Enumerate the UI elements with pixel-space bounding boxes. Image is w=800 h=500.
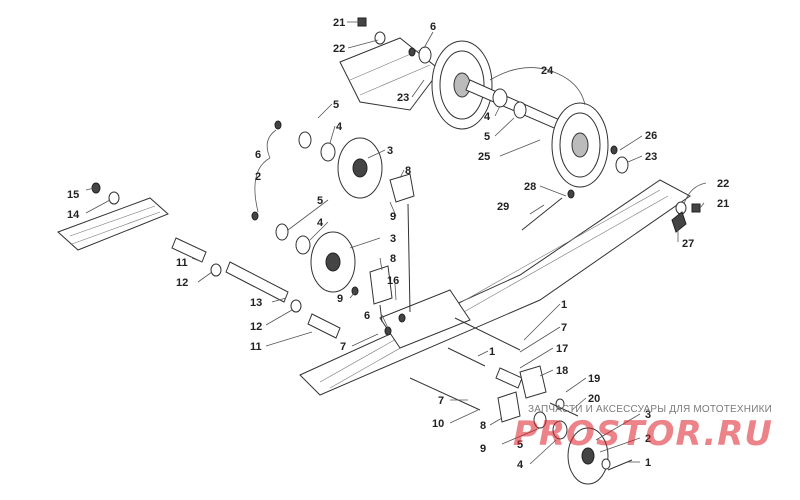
- callout-16: 16: [387, 275, 399, 287]
- idler-wheel-upper: [337, 137, 383, 199]
- callout-5: 5: [333, 99, 339, 111]
- main-rail: [299, 179, 691, 396]
- callout-23: 23: [397, 92, 409, 104]
- callout-17: 17: [556, 343, 568, 355]
- callout-1: 1: [561, 299, 567, 311]
- callout-12: 12: [176, 277, 188, 289]
- watermark-logo: PROSTOR.RU: [512, 414, 774, 454]
- callout-13: 13: [250, 297, 262, 309]
- left-rail: [57, 197, 169, 251]
- callout-26: 26: [645, 130, 657, 142]
- callout-4: 4: [336, 121, 343, 133]
- callout-6: 6: [364, 310, 370, 322]
- callout-11: 11: [250, 341, 262, 353]
- callout-5: 5: [317, 195, 323, 207]
- callout-5: 5: [484, 131, 490, 143]
- callout-3: 3: [645, 409, 651, 421]
- callout-21: 21: [717, 198, 729, 210]
- upper-wheel-left: [431, 40, 493, 130]
- callout-2: 2: [255, 171, 261, 183]
- callout-14: 14: [67, 209, 80, 221]
- callout-24: 24: [541, 65, 554, 77]
- callout-21: 21: [333, 17, 345, 29]
- callout-4: 4: [517, 459, 524, 471]
- callout-3: 3: [387, 145, 393, 157]
- callout-8: 8: [405, 165, 411, 177]
- callout-4: 4: [484, 111, 491, 123]
- callout-28: 28: [524, 181, 536, 193]
- upper-wheel-right: [551, 102, 609, 188]
- callout-9: 9: [337, 293, 343, 305]
- callout-10: 10: [432, 418, 444, 430]
- idler-wheel-lower: [567, 427, 609, 485]
- callout-9: 9: [480, 443, 486, 455]
- bolts: [379, 197, 633, 471]
- shafts: [171, 237, 523, 389]
- callout-7: 7: [561, 322, 567, 334]
- callout-7: 7: [340, 341, 346, 353]
- callout-6: 6: [255, 149, 261, 161]
- callout-29: 29: [497, 201, 509, 213]
- callout-8: 8: [390, 253, 396, 265]
- callout-23: 23: [645, 151, 657, 163]
- callout-5: 5: [517, 439, 523, 451]
- callout-labels: 21 22 6 24 23 4 5 25 26 23 5 4 6 2 3 8 9…: [67, 17, 729, 471]
- upper-rail: [339, 37, 441, 111]
- callout-12: 12: [250, 321, 262, 333]
- callout-4: 4: [317, 217, 324, 229]
- callout-8: 8: [480, 420, 486, 432]
- callout-7: 7: [438, 395, 444, 407]
- watermark-caption: ЗАПЧАСТИ И АКСЕССУАРЫ ДЛЯ МОТОТЕХНИКИ: [527, 404, 773, 415]
- idler-wheel-middle: [310, 231, 356, 293]
- leader-lines: [85, 21, 707, 465]
- callout-22: 22: [717, 178, 729, 190]
- callout-19: 19: [588, 373, 600, 385]
- callout-27: 27: [682, 238, 694, 250]
- callout-22: 22: [333, 43, 345, 55]
- callout-9: 9: [390, 211, 396, 223]
- callout-20: 20: [588, 393, 600, 405]
- callout-1: 1: [489, 346, 495, 358]
- callout-6: 6: [430, 21, 436, 33]
- callout-18: 18: [556, 365, 568, 377]
- callout-25: 25: [478, 151, 490, 163]
- callout-15: 15: [67, 189, 79, 201]
- small-parts: [91, 17, 701, 470]
- callout-1: 1: [645, 457, 651, 469]
- callout-3: 3: [390, 233, 396, 245]
- callout-2: 2: [645, 433, 651, 445]
- callout-11: 11: [176, 257, 188, 269]
